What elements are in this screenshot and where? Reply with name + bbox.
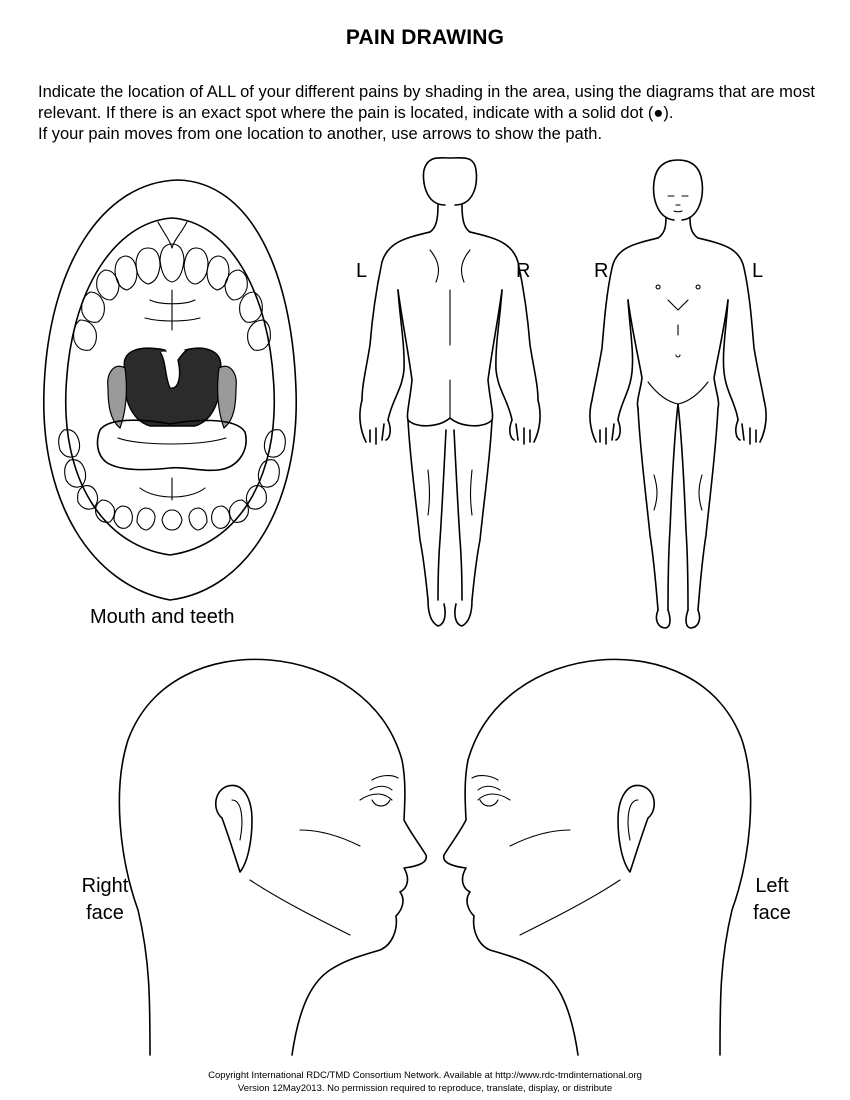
right-face-label-line2: face xyxy=(86,902,124,924)
footer-version: Version 12May2013. No permission require… xyxy=(237,1083,613,1094)
footer: Copyright International RDC/TMD Consorti… xyxy=(0,1069,850,1095)
left-face-label: Left face xyxy=(737,873,807,927)
back-view-left-label: L xyxy=(356,260,368,282)
front-view-left-label: L xyxy=(752,260,764,282)
instructions-paragraph-1: Indicate the location of ALL of your dif… xyxy=(38,83,815,122)
left-face-profile[interactable] xyxy=(442,658,752,1056)
back-view-right-label: R xyxy=(516,260,531,282)
mouth-caption: Mouth and teeth xyxy=(90,606,235,628)
instructions-paragraph-2: If your pain moves from one location to … xyxy=(38,125,603,143)
right-face-profile[interactable] xyxy=(118,658,428,1056)
mouth-diagram[interactable] xyxy=(43,179,297,601)
page-title: PAIN DRAWING xyxy=(345,26,505,49)
upper-teeth xyxy=(73,243,271,351)
instructions: Indicate the location of ALL of your dif… xyxy=(38,82,828,145)
right-face-label-line1: Right xyxy=(81,875,129,897)
left-face-label-line1: Left xyxy=(755,875,789,897)
right-face-label: Right face xyxy=(70,873,140,927)
front-view-right-label: R xyxy=(594,260,609,282)
lower-teeth xyxy=(58,429,286,531)
footer-copyright: Copyright International RDC/TMD Consorti… xyxy=(208,1070,642,1081)
body-front-view[interactable] xyxy=(589,159,767,629)
body-back-view[interactable] xyxy=(359,156,541,627)
left-face-label-line2: face xyxy=(753,902,791,924)
